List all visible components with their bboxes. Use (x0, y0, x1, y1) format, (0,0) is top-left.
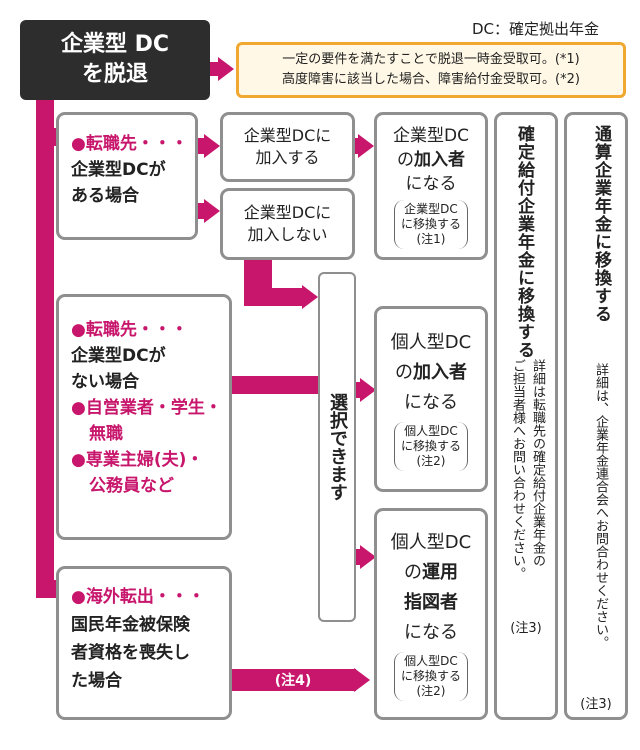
choose-to-ind-operator-arrow (360, 545, 376, 569)
not-join-dc-box: 企業型DCに 加入しない (220, 188, 355, 260)
result-ind-operator-line1: 個人型DC (390, 531, 472, 553)
header-to-note-connector (210, 62, 220, 76)
not-join-dc-line1: 企業型DCに (243, 203, 332, 222)
case1-box: ●転職先・・・ 企業型DCが ある場合 (56, 112, 198, 240)
case3-line1: 国民年金被保険 (71, 615, 190, 635)
legend-label: DC：確定拠出年金 (472, 20, 600, 38)
case3-line3: た場合 (71, 671, 122, 691)
result-ind-member-line2a: の (395, 361, 413, 383)
case1-prefix: ●転職先・・・ (71, 134, 188, 154)
header-line2: を脱退 (81, 62, 148, 87)
result-ind-operator-line4: になる (404, 621, 458, 643)
db-pension-column: 確定給付企業年金に移換する 詳細は転職先の確定給付企業年金の ご担当者様へお問い… (494, 112, 558, 720)
case3-prefix: ●海外転出・・・ (71, 587, 205, 607)
join-dc-box: 企業型DCに 加入する (220, 112, 355, 182)
result-corp-member-box: 企業型DC の加入者 になる 企業型DC に移換する (注1) (374, 112, 488, 260)
note4-label: (注4) (274, 673, 312, 689)
branch-connector-case3 (36, 580, 58, 598)
result-ind-member-note3: (注2) (416, 453, 446, 468)
result-corp-line1: 企業型DC (393, 125, 469, 146)
case1-to-notjoin-connector (198, 203, 206, 219)
case2-box: ●転職先・・・ 企業型DCが ない場合 ●自営業者・学生・ 無職 ●専業主婦(夫… (56, 294, 232, 540)
main-trunk-connector (36, 98, 54, 598)
case2-line2: ない場合 (71, 372, 139, 392)
join-to-corp-connector (355, 138, 360, 154)
result-ind-member-line3: になる (404, 391, 458, 413)
case2-line1: 企業型DCが (71, 346, 166, 366)
notjoin-to-choose-connector (244, 288, 304, 306)
header-box: 企業型 DC を脱退 (20, 20, 210, 100)
lump-sum-note: 一定の要件を満たすことで脱退一時金受取可。(*1) 高度障害に該当した場合、障害… (236, 42, 626, 98)
choose-label: 選択できます (327, 393, 348, 501)
db-pension-detail2: ご担当者様へお問い合わせください。 (510, 359, 525, 580)
result-ind-operator-note3: (注2) (416, 683, 446, 698)
header-line1: 企業型 DC (60, 32, 170, 57)
result-corp-note2: に移換する (400, 216, 461, 231)
case3-line2: 者資格を喪失し (71, 643, 190, 663)
result-ind-member-note: 個人型DC に移換する (注2) (393, 421, 468, 471)
db-pension-note: (注3) (510, 621, 542, 636)
pension-fund-note: (注3) (580, 697, 612, 712)
case2-housewife-1: ●専業主婦(夫)・ (71, 450, 204, 470)
case1-to-notjoin-arrow (204, 199, 220, 223)
notjoin-to-choose-arrow (302, 285, 318, 309)
pension-fund-title: 通算企業年金に移換する (591, 125, 611, 323)
pension-fund-column: 通算企業年金に移換する 詳細は、企業年金連合会へお問合わせください。 (注3) (564, 112, 628, 720)
lump-sum-note-line1: 一定の要件を満たすことで脱退一時金受取可。(*1) (282, 52, 580, 67)
case1-to-join-arrow (204, 134, 220, 158)
case2-self-employed-1: ●自営業者・学生・ (71, 398, 222, 418)
result-ind-member-note1: 個人型DC (404, 423, 458, 438)
choose-to-ind-member-arrow (360, 378, 376, 402)
result-ind-operator-line2b: 運用 (422, 561, 458, 583)
result-corp-line2b: 加入者 (414, 149, 465, 170)
lump-sum-note-line2: 高度障害に該当した場合、障害給付金受取可。(*2) (282, 72, 580, 87)
result-ind-member-line2b: 加入者 (413, 361, 467, 383)
result-corp-line2a: の (397, 149, 414, 170)
result-corp-note1: 企業型DC (404, 201, 458, 216)
result-ind-operator-note1: 個人型DC (404, 653, 458, 668)
result-ind-operator-line3: 指図者 (404, 591, 458, 613)
branch-connector-case1 (36, 128, 58, 146)
case2-housewife-2: 公務員など (89, 476, 174, 496)
case2-self-employed-2: 無職 (89, 424, 123, 444)
choose-box: 選択できます (318, 272, 356, 622)
result-ind-operator-box: 個人型DC の運用 指図者 になる 個人型DC に移換する (注2) (374, 508, 488, 720)
result-ind-member-line1: 個人型DC (390, 331, 472, 353)
case3-box: ●海外転出・・・ 国民年金被保険 者資格を喪失し た場合 (56, 566, 232, 720)
case2-prefix: ●転職先・・・ (71, 320, 188, 340)
db-pension-title: 確定給付企業年金に移換する (514, 125, 534, 359)
case1-line1: 企業型DCが (71, 160, 166, 180)
header-to-note-arrow (218, 57, 234, 81)
case2-to-choose-connector (232, 376, 322, 394)
result-corp-note: 企業型DC に移換する (注1) (393, 199, 468, 249)
result-ind-member-note2: に移換する (400, 438, 461, 453)
db-pension-detail1: 詳細は転職先の確定給付企業年金の (530, 359, 545, 567)
result-ind-operator-note2: に移換する (400, 668, 461, 683)
result-ind-operator-line2a: の (404, 561, 422, 583)
join-dc-line2: 加入する (255, 148, 320, 167)
pension-fund-detail: 詳細は、企業年金連合会へお問合わせください。 (593, 363, 608, 649)
join-dc-line1: 企業型DCに (243, 126, 332, 145)
not-join-dc-line2: 加入しない (247, 225, 328, 244)
case3-to-operator-arrow (354, 668, 370, 692)
join-to-corp-arrow (358, 134, 374, 158)
result-corp-line3: になる (405, 173, 457, 194)
result-ind-operator-note: 個人型DC に移換する (注2) (393, 651, 468, 701)
case1-to-join-connector (198, 138, 206, 154)
case1-line2: ある場合 (71, 186, 139, 206)
result-corp-note3: (注1) (416, 231, 446, 246)
result-ind-member-box: 個人型DC の加入者 になる 個人型DC に移換する (注2) (374, 306, 488, 492)
case3-to-operator-connector: (注4) (230, 669, 356, 691)
